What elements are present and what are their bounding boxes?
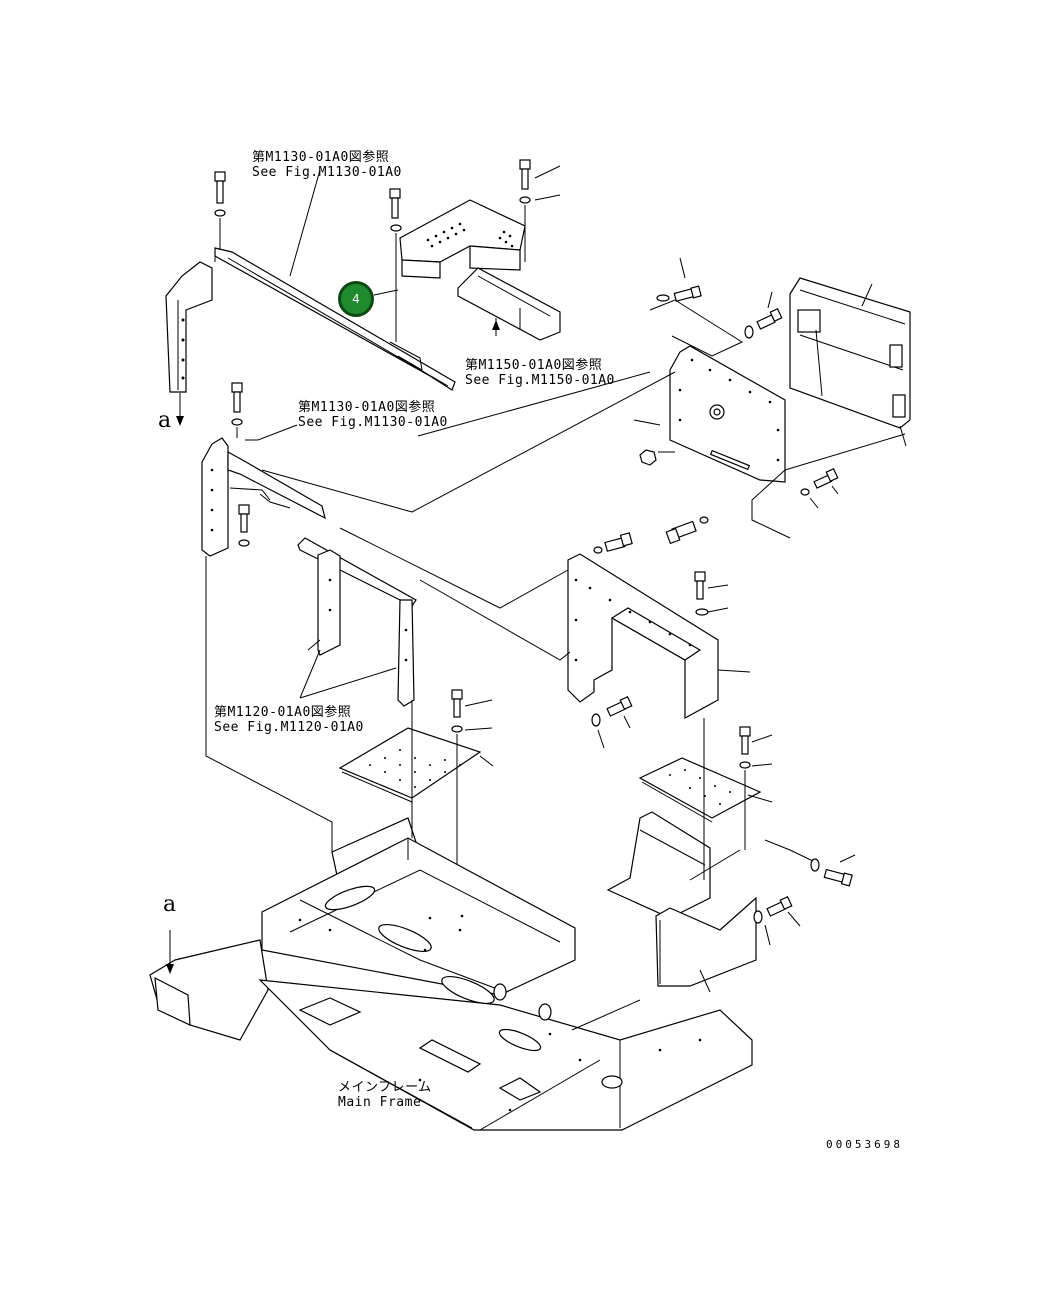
bolt-top-mid — [389, 188, 402, 342]
middle-frame-bracket — [201, 437, 417, 707]
ref-m1120[interactable]: 第M1120-01A0図参照 See Fig.M1120-01A0 — [214, 705, 364, 735]
figure-number: 00053698 — [826, 1138, 903, 1151]
bolt-right-2 — [744, 291, 783, 339]
bolt-right-3 — [800, 467, 839, 509]
main-frame-label: メインフレーム Main Frame — [338, 1080, 432, 1110]
bolt-mid-center — [593, 532, 633, 554]
bolt-frame-right-1 — [810, 854, 856, 887]
bolt-mid-right — [665, 516, 709, 545]
main-frame-label-en: Main Frame — [338, 1095, 422, 1110]
left-upright-bracket — [165, 261, 213, 426]
leader-lines — [205, 169, 711, 1031]
ref-m1150-jp: 第M1150-01A0図参照 — [465, 358, 603, 373]
ref-m1130-mid-jp: 第M1130-01A0図参照 — [298, 400, 436, 415]
side-panel-door — [789, 277, 911, 447]
marker-a-top: a — [158, 408, 172, 433]
floor-plate-right — [638, 757, 773, 823]
nut-left — [633, 419, 675, 466]
bolt-right-1 — [656, 257, 702, 302]
ref-m1130-top[interactable]: 第M1130-01A0図参照 See Fig.M1130-01A0 — [252, 150, 402, 180]
center-cover-panel — [567, 553, 751, 720]
main-frame — [149, 817, 753, 1131]
side-panel-inner — [669, 345, 786, 483]
ref-m1130-mid[interactable]: 第M1130-01A0図参照 See Fig.M1130-01A0 — [298, 400, 448, 430]
bolt-cover-right — [694, 571, 729, 616]
right-support-frame — [606, 811, 816, 987]
ref-m1130-top-en: See Fig.M1130-01A0 — [252, 165, 402, 180]
ref-m1130-mid-en: See Fig.M1130-01A0 — [298, 415, 448, 430]
ref-m1120-jp: 第M1120-01A0図参照 — [214, 705, 352, 720]
ref-m1120-en: See Fig.M1120-01A0 — [214, 720, 364, 735]
bolt-cover-left — [591, 695, 633, 749]
upper-frame-rail — [214, 247, 456, 391]
callout-4[interactable]: 4 — [338, 281, 374, 317]
bolt-top-right — [519, 159, 561, 262]
ref-m1150-en: See Fig.M1150-01A0 — [465, 373, 615, 388]
ref-m1130-top-jp: 第M1130-01A0図参照 — [252, 150, 390, 165]
ref-m1150[interactable]: 第M1150-01A0図参照 See Fig.M1150-01A0 — [465, 358, 615, 388]
main-frame-label-jp: メインフレーム — [338, 1080, 432, 1095]
cover-side-channel — [457, 267, 561, 341]
bolt-mid-left-1 — [231, 382, 243, 438]
bolt-mid-left-2 — [238, 504, 250, 547]
bolt-top-left — [214, 171, 226, 250]
panel-leader-lines — [649, 299, 906, 539]
bolt-frame-right-2 — [753, 895, 801, 946]
callout-4-label: 4 — [352, 292, 360, 306]
bolt-plate-right — [739, 726, 773, 850]
bolt-plate-left — [451, 689, 493, 870]
floor-plate-left — [338, 727, 494, 803]
perforated-top-cover — [399, 199, 526, 279]
marker-a-bottom: a — [163, 892, 177, 917]
